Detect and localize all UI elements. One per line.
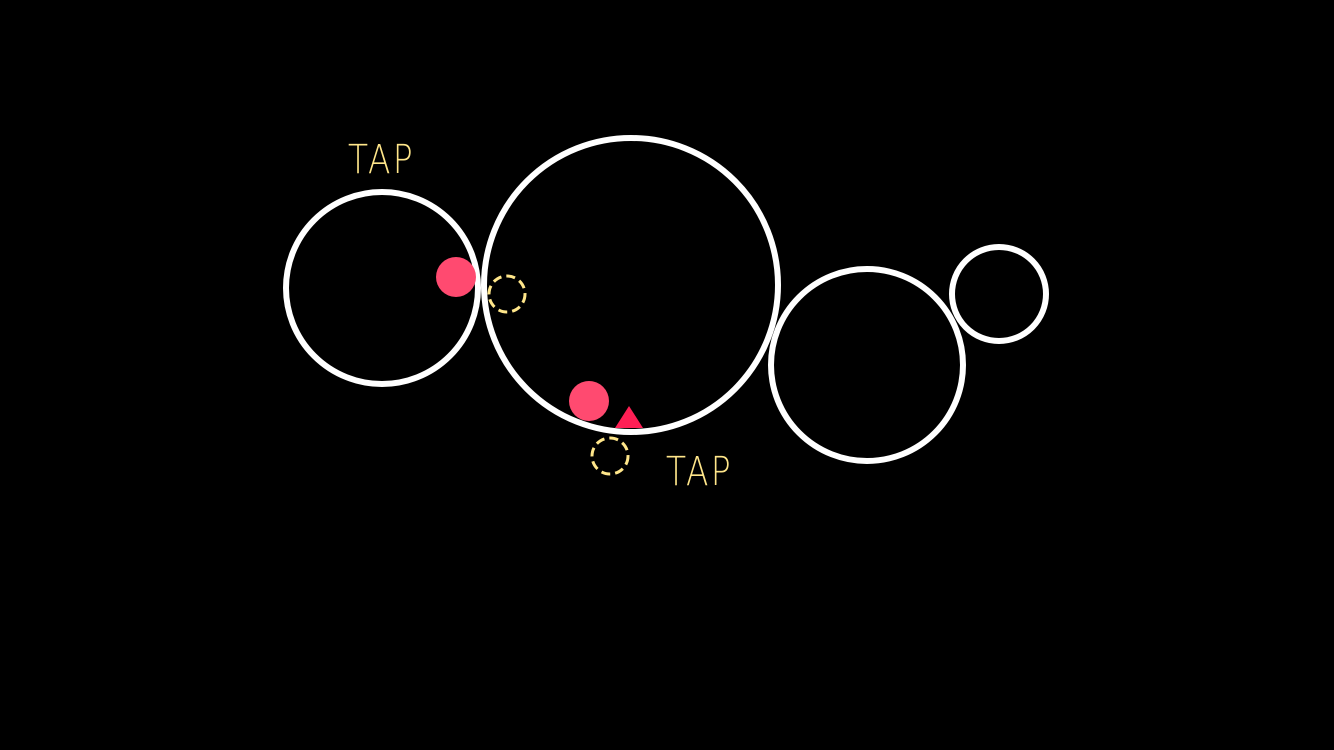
- tap-hint-left: TAP: [348, 137, 416, 183]
- ball-icon: [569, 381, 609, 421]
- tap-target-lower[interactable]: [590, 436, 630, 476]
- ring-right: [768, 266, 966, 464]
- tap-hint-right: TAP: [666, 449, 734, 495]
- ring-center-large: [481, 135, 781, 435]
- ring-left: [283, 189, 481, 387]
- ring-far-right-small: [949, 244, 1049, 344]
- triangle-marker-icon: [615, 406, 643, 428]
- tap-target-upper[interactable]: [487, 274, 527, 314]
- ball-icon: [436, 257, 476, 297]
